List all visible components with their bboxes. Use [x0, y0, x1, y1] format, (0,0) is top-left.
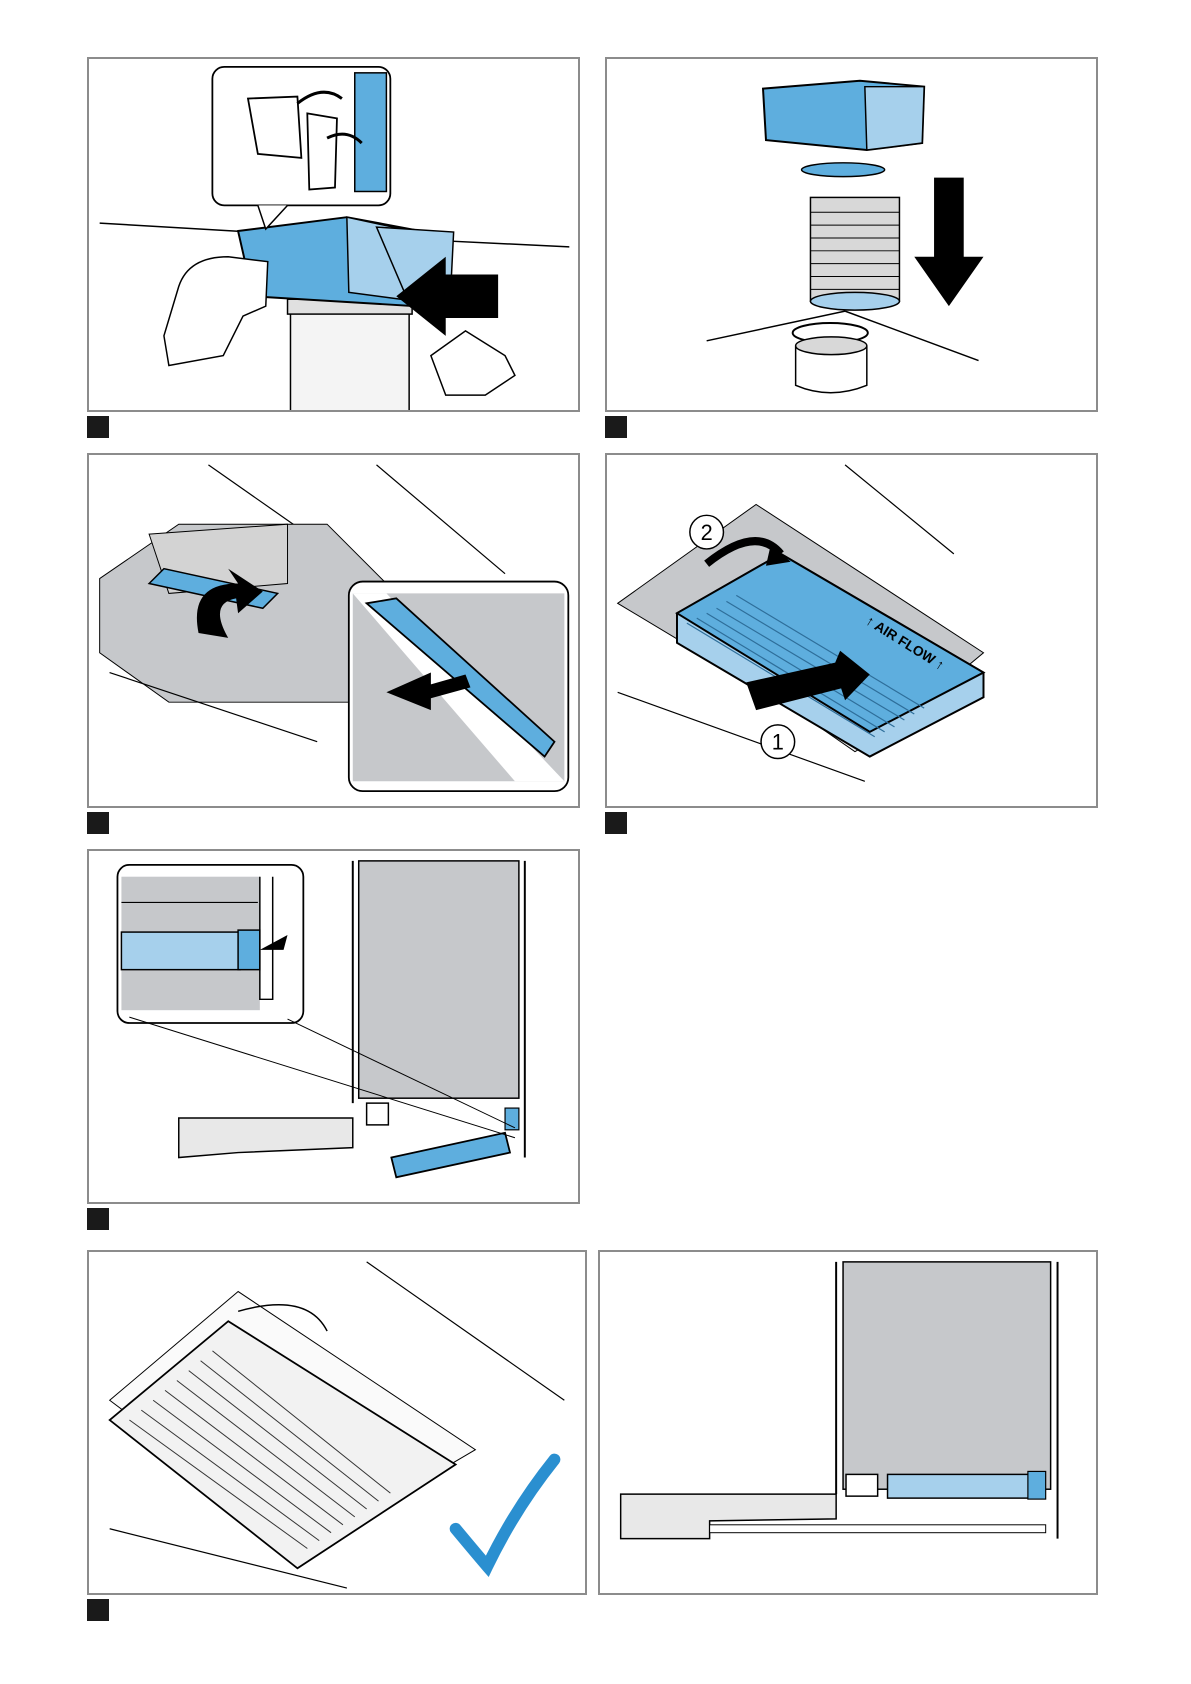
installed-filter-drawing	[89, 1252, 585, 1593]
step-marker-3	[87, 812, 109, 834]
step-marker-2	[605, 416, 627, 438]
step-marker-5	[87, 1208, 109, 1230]
illustration-exploded-duct	[605, 57, 1098, 412]
callout-number-1: 1	[772, 730, 784, 755]
illustration-final-cross-section	[598, 1250, 1098, 1595]
illustration-filter-removal: ↑ AIR FLOW ↑ 2 1	[605, 453, 1098, 808]
illustration-duct-connection	[87, 57, 580, 412]
filter-removal-drawing: ↑ AIR FLOW ↑ 2 1	[607, 455, 1096, 806]
illustration-installed-filter	[87, 1250, 587, 1595]
filter-clip-drawing	[89, 455, 578, 806]
illustration-filter-clip	[87, 453, 580, 808]
callout-number-2: 2	[701, 520, 713, 545]
duct-connection-drawing	[89, 59, 578, 410]
illustration-cross-section	[87, 849, 580, 1204]
exploded-duct-drawing	[607, 59, 1096, 410]
cross-section-drawing	[89, 851, 578, 1202]
step-marker-4	[605, 812, 627, 834]
step-marker-1	[87, 416, 109, 438]
final-cross-section-drawing	[600, 1252, 1096, 1593]
step-marker-6	[87, 1599, 109, 1621]
